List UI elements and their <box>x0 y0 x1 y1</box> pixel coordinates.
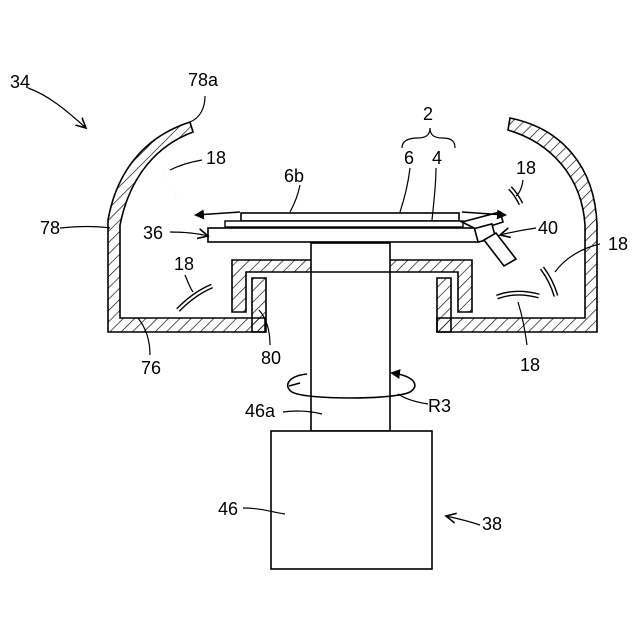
label-78: 78 <box>40 218 60 238</box>
label-18-top-left: 18 <box>206 148 226 168</box>
label-78a: 78a <box>188 70 219 90</box>
label-18-left: 18 <box>174 254 194 274</box>
label-6: 6 <box>404 148 414 168</box>
label-2: 2 <box>423 104 433 124</box>
label-40: 40 <box>538 218 558 238</box>
label-18-right: 18 <box>608 234 628 254</box>
motor-46 <box>271 431 432 569</box>
label-34: 34 <box>10 72 30 92</box>
label-38: 38 <box>482 514 502 534</box>
label-R3: R3 <box>428 396 451 416</box>
label-36: 36 <box>143 223 163 243</box>
label-46: 46 <box>218 499 238 519</box>
chuck-table-36 <box>208 228 478 242</box>
brace-2 <box>402 128 455 148</box>
spray-arrow-left <box>196 212 240 215</box>
frame-4 <box>225 221 463 227</box>
label-76: 76 <box>141 358 161 378</box>
label-46a: 46a <box>245 401 276 421</box>
label-18-bottom-right: 18 <box>520 355 540 375</box>
label-18-top-right: 18 <box>516 158 536 178</box>
label-80: 80 <box>261 348 281 368</box>
label-6b: 6b <box>284 166 304 186</box>
label-4: 4 <box>432 148 442 168</box>
wafer-6 <box>241 213 459 221</box>
